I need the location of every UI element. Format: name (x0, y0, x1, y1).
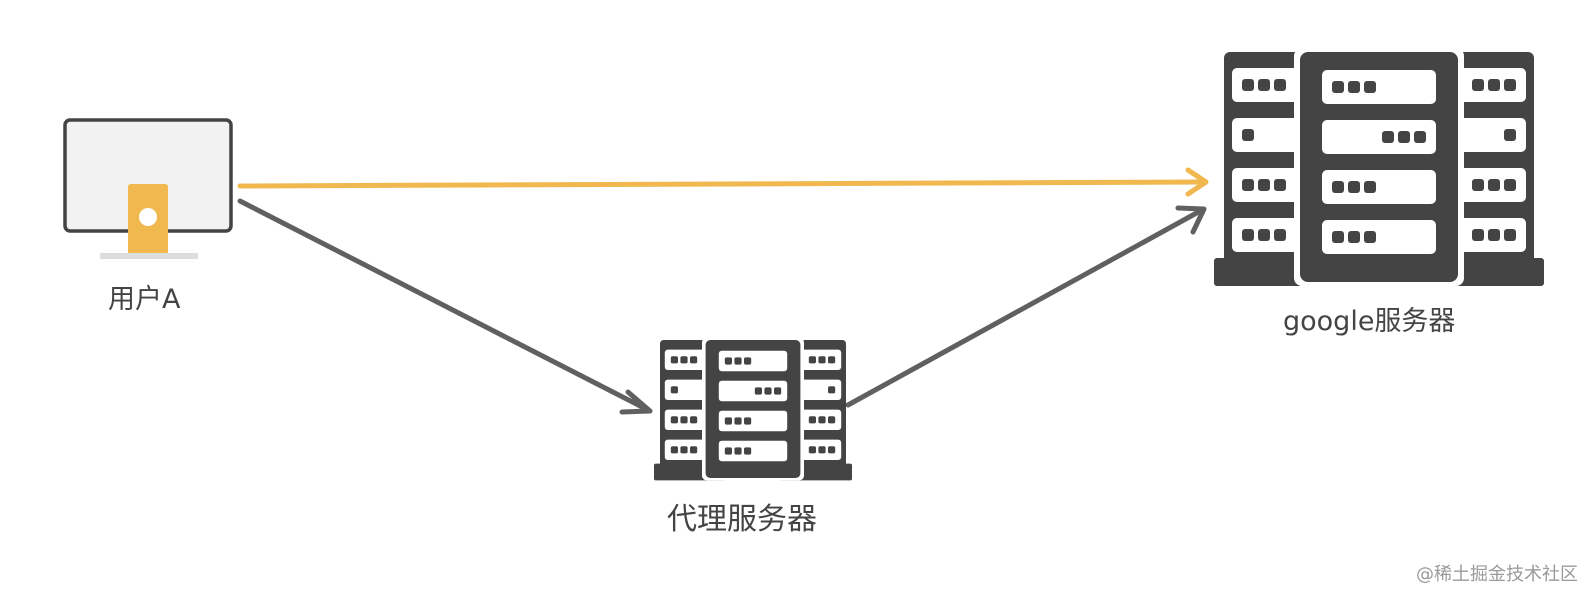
user-monitor-icon (63, 118, 233, 259)
google-server-label: google服务器 (1283, 306, 1456, 337)
watermark: @稀土掘金技术社区 (1416, 564, 1578, 585)
proxy-server-label: 代理服务器 (667, 502, 817, 537)
edge-proxy-to-google (845, 205, 1207, 408)
google-server-icon (1214, 48, 1544, 286)
user-label: 用户A (108, 284, 181, 315)
proxy-server-icon (654, 338, 852, 481)
edge-user-to-proxy (237, 198, 653, 415)
edge-user-to-google (237, 167, 1209, 197)
